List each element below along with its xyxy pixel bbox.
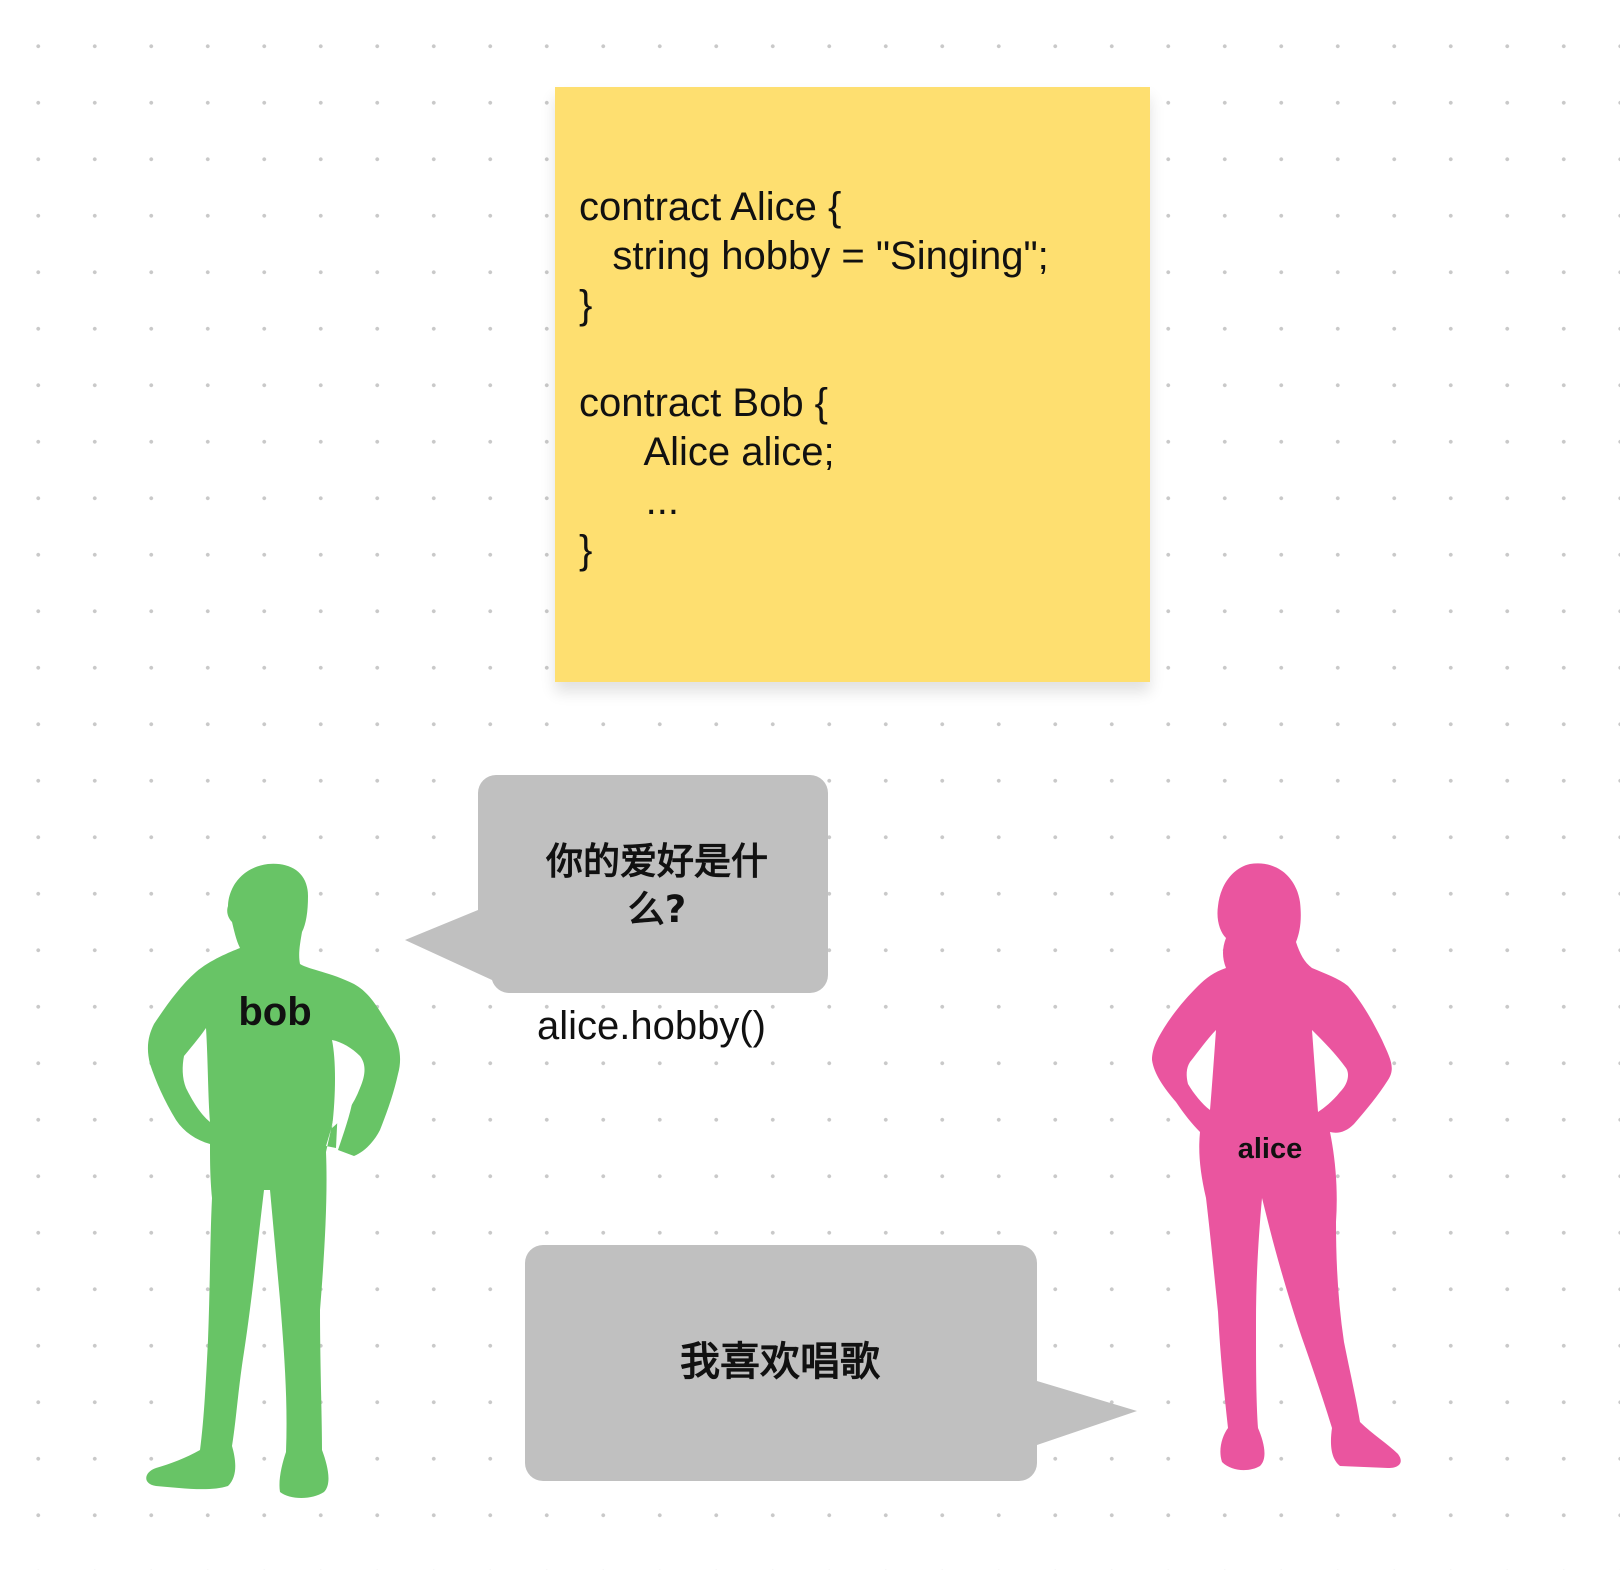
question-bubble-shape [405, 775, 828, 994]
answer-bubble-shape [525, 1245, 1137, 1481]
alice-label: alice [1237, 1133, 1303, 1165]
answer-bubble [525, 1245, 1137, 1481]
bob-silhouette [146, 863, 401, 1498]
alice-silhouette [1152, 863, 1401, 1471]
code-snippet: contract Alice { string hobby = "Singing… [579, 185, 1049, 572]
bob-label: bob [238, 990, 312, 1034]
bob-figure-shape [146, 863, 401, 1498]
question-bubble [405, 775, 828, 994]
function-call-label: alice.hobby() [537, 1004, 767, 1048]
alice-left-arm-gap [1186, 1030, 1216, 1110]
bob-left-arm-gap [182, 1028, 210, 1122]
answer-bubble-text: 我喜欢唱歌 [680, 1339, 880, 1385]
question-bubble-text: 你的爱好是什么? [546, 840, 768, 931]
alice-figure-shape [1152, 863, 1401, 1471]
alice-right-arm-gap [1312, 1030, 1348, 1112]
sticky-note: contract Alice { string hobby = "Singing… [555, 87, 1150, 682]
bob-right-arm-gap [332, 1040, 365, 1128]
